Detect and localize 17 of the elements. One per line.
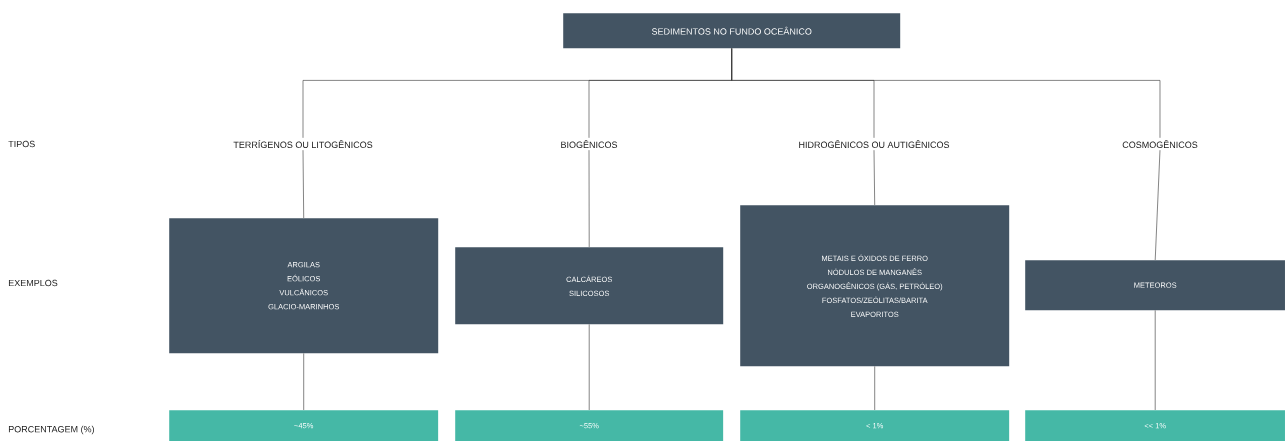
- type-label: COSMOGÊNICOS: [1122, 140, 1198, 148]
- connector-line: [1154, 310, 1156, 411]
- title-box: SEDIMENTOS NO FUNDO OCEÂNICO: [563, 13, 901, 49]
- type-label: TERRÍGENOS OU LITOGÊNICOS: [233, 140, 373, 148]
- connector-line: [303, 353, 304, 411]
- connector-line: [874, 366, 875, 411]
- row-label: EXEMPLOS: [8, 279, 58, 287]
- type-label: HIDROGÊNICOS OU AUTIGÊNICOS: [799, 140, 950, 148]
- connector-line: [1154, 149, 1161, 261]
- connector-line: [731, 48, 1161, 139]
- connector-line: [302, 149, 304, 219]
- type-label: BIOGÊNICOS: [561, 140, 618, 148]
- row-label: PORCENTAGEM (%): [8, 425, 94, 435]
- connector-line: [588, 324, 590, 411]
- row-label: TIPOS: [8, 140, 35, 148]
- connector-line: [588, 149, 590, 248]
- connector-line: [873, 149, 875, 206]
